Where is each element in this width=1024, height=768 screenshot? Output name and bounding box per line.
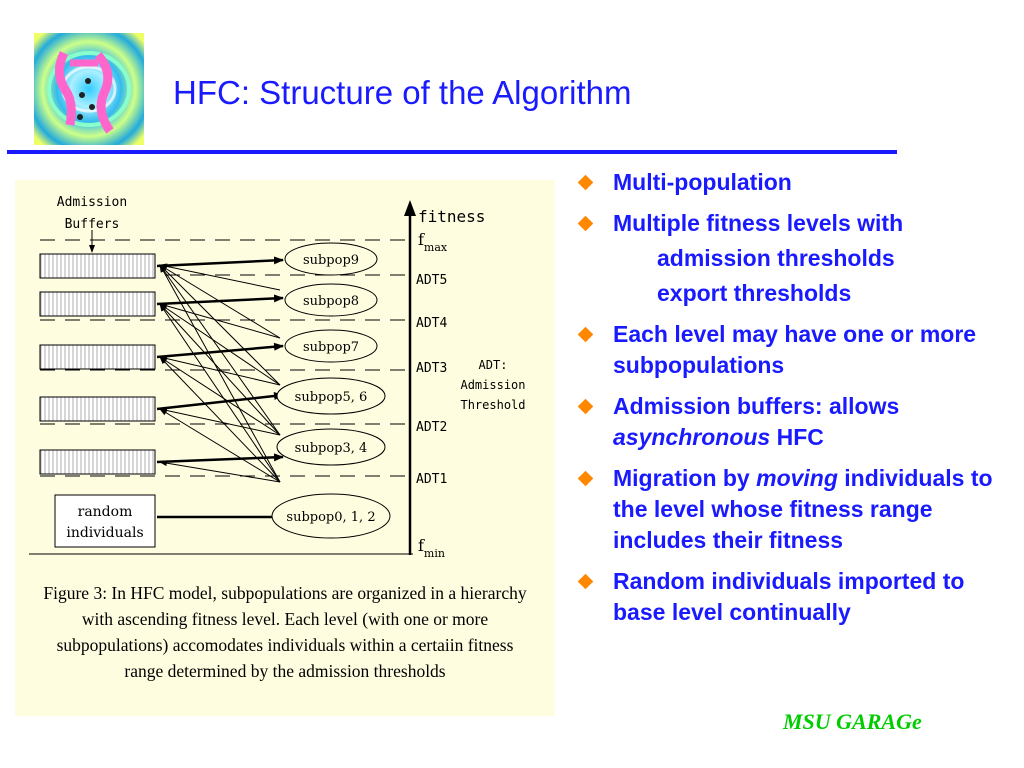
threshold-label-adt5: ADT5: [416, 273, 447, 288]
subpop-node: [276, 377, 386, 415]
bullet-item: Multiple fitness levels with: [576, 208, 1016, 239]
random-individuals-label-2: individuals: [66, 525, 143, 541]
threshold-label-adt2: ADT2: [416, 420, 447, 435]
hfc-figure: Admission Buffers fitness fmax fmin ADT5…: [15, 180, 555, 716]
diamond-bullet-icon: [577, 398, 594, 415]
buffer-box: [39, 449, 156, 475]
fmin-label: fmin: [418, 536, 445, 560]
diamond-bullet-icon: [577, 174, 594, 191]
fitness-axis-arrowhead: [404, 200, 416, 216]
subpop-label-0-1-2: subpop0, 1, 2: [286, 510, 375, 525]
buffer-box: [39, 253, 156, 279]
sub-bullet-item: export thresholds: [657, 280, 852, 306]
ga-logo: [34, 33, 144, 145]
adt-note-3: Threshold: [460, 398, 525, 412]
figure-caption: Figure 3: In HFC model, subpopulations a…: [43, 583, 527, 681]
threshold-label-adt3: ADT3: [416, 361, 447, 376]
diamond-bullet-icon: [577, 215, 594, 232]
buffer-box: [39, 344, 156, 370]
threshold-label-adt1: ADT1: [416, 472, 447, 487]
migration-arrows: [159, 263, 281, 483]
admission-buffers-label-2: Buffers: [65, 217, 120, 232]
hfc-structure-diagram: Admission Buffers fitness fmax fmin ADT5…: [29, 195, 526, 560]
buffer-box: [39, 291, 156, 317]
random-individuals-box: [54, 494, 156, 548]
fitness-axis-label: fitness: [418, 207, 485, 226]
title-divider: [7, 150, 897, 154]
diamond-bullet-icon: [577, 326, 594, 343]
subpop-label-7: subpop7: [303, 340, 359, 355]
admission-buffers-label-1: Admission: [57, 195, 127, 210]
subpop-node: [276, 428, 386, 466]
random-individuals-label-1: random: [78, 504, 133, 520]
subpopulations: [271, 242, 391, 539]
bullet-list: Multi-population Multiple fitness levels…: [576, 167, 1016, 638]
bullet-item: Admission buffers: allows asynchronous H…: [576, 391, 1016, 453]
diamond-bullet-icon: [577, 573, 594, 590]
footer-brand: MSU GARAGe: [783, 709, 922, 734]
buffer-to-subpop-arrows: [156, 256, 284, 521]
bullet-item: Multi-population: [576, 167, 1016, 198]
threshold-label-adt4: ADT4: [416, 316, 447, 331]
subpop-label-3-4: subpop3, 4: [295, 441, 368, 456]
sub-bullet-item: admission thresholds: [657, 245, 895, 271]
adt-note-2: Admission: [460, 378, 525, 392]
subpop-label-5-6: subpop5, 6: [295, 390, 368, 405]
subpop-node: [284, 329, 378, 363]
subpop-node: [284, 283, 378, 317]
slide-title: HFC: Structure of the Algorithm: [173, 74, 632, 111]
diamond-bullet-icon: [577, 470, 594, 487]
adt-note-1: ADT:: [479, 358, 508, 372]
bullet-item: Random individuals imported to base leve…: [576, 566, 1016, 628]
buffer-box: [39, 396, 156, 422]
subpop-node: [284, 242, 378, 276]
bullet-item: Migration by moving individuals to the l…: [576, 463, 1016, 556]
subpop-node: [271, 493, 391, 539]
admission-buffers: [39, 253, 156, 475]
subpop-label-9: subpop9: [303, 253, 359, 268]
bullet-item: Each level may have one or more subpopul…: [576, 319, 1016, 381]
fmax-label: fmax: [418, 230, 448, 254]
subpop-label-8: subpop8: [303, 294, 359, 309]
